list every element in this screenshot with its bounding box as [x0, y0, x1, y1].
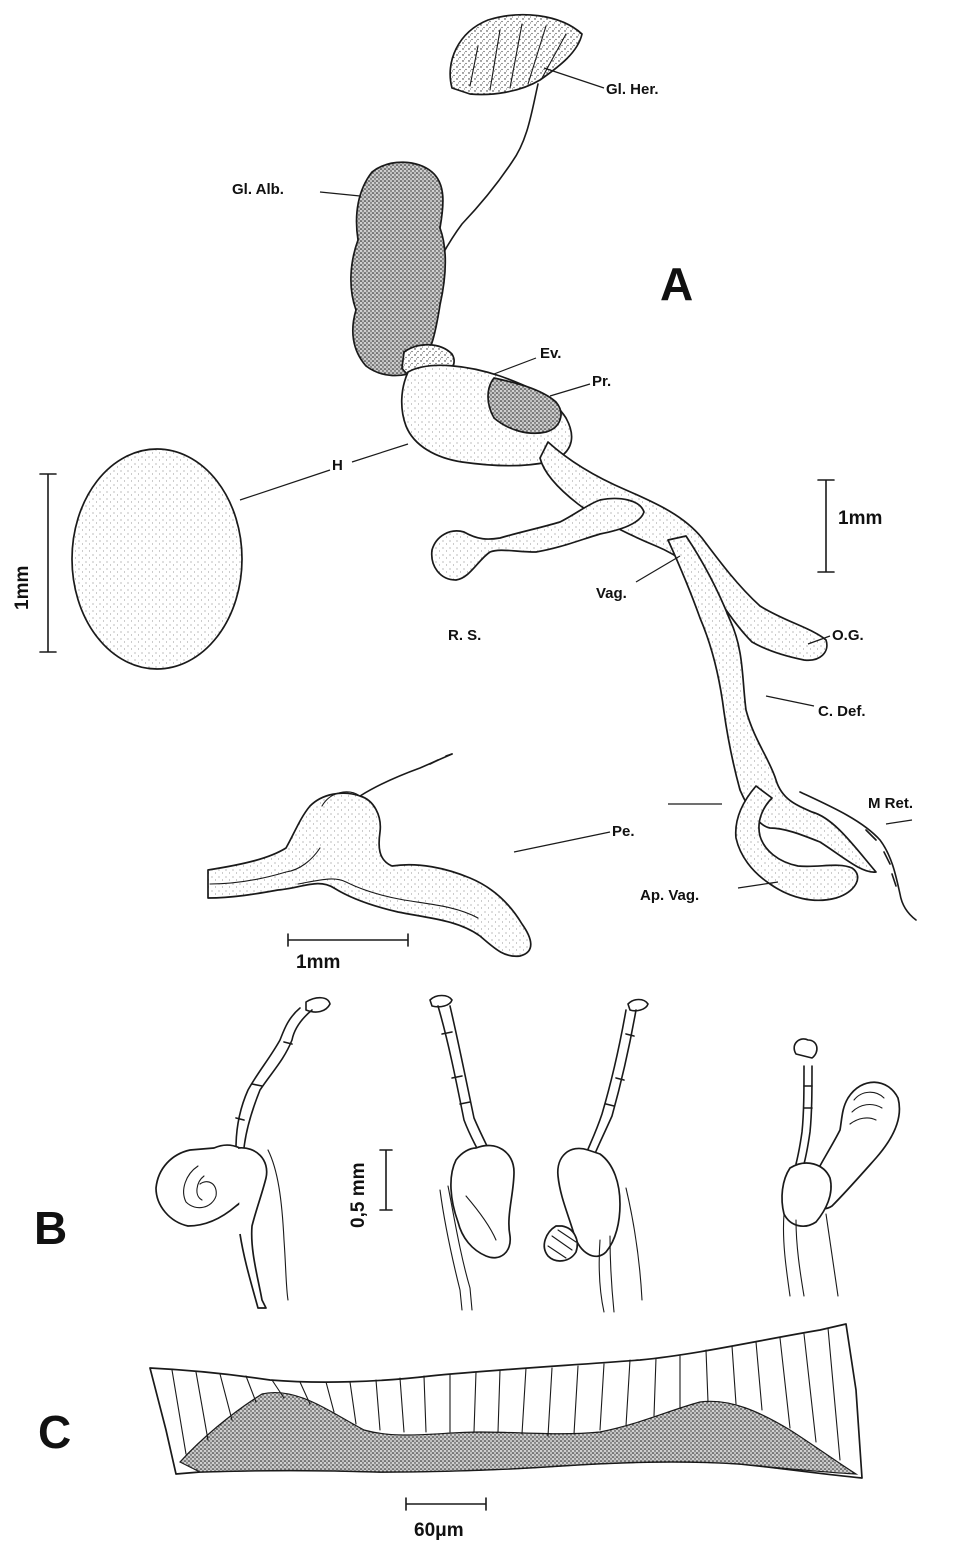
scale-bar-b: 0,5 mm: [348, 1150, 392, 1228]
spermatheca: [432, 499, 644, 581]
label-rs: R. S.: [448, 627, 481, 644]
scale-label-b: 0,5 mm: [348, 1163, 369, 1228]
panel-c: C 60μm: [38, 1324, 862, 1541]
scale-bar-egg: 1mm: [12, 474, 56, 652]
scale-label-penis: 1mm: [296, 952, 340, 973]
leader-gl-her: [544, 68, 604, 88]
leader-m-ret: [886, 820, 912, 824]
panel-label-c: C: [38, 1406, 71, 1458]
hermaphrodite-gland: [450, 15, 582, 95]
penis-detail: [208, 754, 531, 956]
egg: [72, 449, 242, 669]
albumen-gland: [351, 162, 445, 375]
panel-a: Gl. Her. Gl. Alb. Ev. Pr. H R. S. Vag. O…: [12, 15, 916, 973]
label-gl-alb: Gl. Alb.: [232, 181, 284, 198]
label-h: H: [332, 457, 343, 474]
penis-stage-3: [544, 1000, 648, 1313]
leader-gl-alb: [320, 192, 360, 196]
penis-stage-1: [156, 998, 330, 1308]
leader-pr: [550, 384, 590, 396]
leader-h: [240, 444, 408, 500]
label-c-def: C. Def.: [818, 703, 866, 720]
leader-ev: [494, 358, 536, 374]
label-pe: Pe.: [612, 823, 635, 840]
label-ev: Ev.: [540, 345, 561, 362]
panel-b: B 0,5 mm: [34, 996, 899, 1313]
leader-c-def: [766, 696, 814, 706]
scale-bar-system: 1mm: [818, 480, 882, 572]
label-og: O.G.: [832, 627, 864, 644]
scale-bar-penis: 1mm: [288, 934, 408, 973]
scale-label-system: 1mm: [838, 508, 882, 529]
label-vag: Vag.: [596, 585, 627, 602]
scale-bar-c: 60μm: [406, 1498, 486, 1541]
panel-label-b: B: [34, 1202, 67, 1254]
label-ap-vag: Ap. Vag.: [640, 887, 699, 904]
panel-label-a: A: [660, 258, 693, 310]
penis-stage-2: [430, 996, 514, 1311]
label-m-ret: M Ret.: [868, 795, 913, 812]
label-pr: Pr.: [592, 373, 611, 390]
label-gl-her: Gl. Her.: [606, 81, 659, 98]
scale-label-egg: 1mm: [12, 566, 33, 610]
scale-label-c: 60μm: [414, 1520, 464, 1541]
penis-stage-4: [782, 1039, 899, 1296]
leader-vag: [636, 556, 680, 582]
